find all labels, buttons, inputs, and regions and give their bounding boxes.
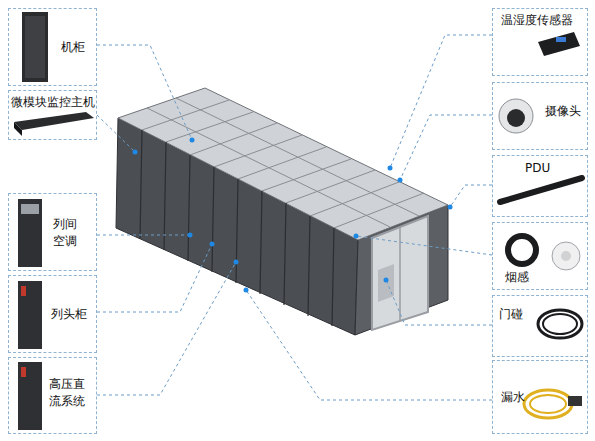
leader-line xyxy=(356,236,492,255)
component-box: 列头柜 xyxy=(8,275,97,353)
component-box: 微模块监控主机 xyxy=(8,90,97,140)
component-label: 列间空调 xyxy=(53,216,83,250)
hvdc-mark xyxy=(21,367,26,377)
panel-line xyxy=(310,182,399,216)
door-split xyxy=(399,227,401,321)
leader-dot xyxy=(388,166,393,171)
leader-line xyxy=(97,45,192,140)
component-box: 机柜 xyxy=(8,8,97,86)
leader-line xyxy=(400,115,492,180)
panel-line xyxy=(176,98,419,216)
leader-dot xyxy=(448,205,453,210)
glass-panels xyxy=(142,98,424,228)
monitor-host-side xyxy=(14,122,22,136)
leader-dot xyxy=(354,234,359,239)
rack-seam xyxy=(188,155,190,261)
component-label: 门碰 xyxy=(499,306,531,323)
leader-dot xyxy=(398,178,403,183)
column-head-icon xyxy=(18,281,42,349)
glass-door xyxy=(372,216,428,330)
module-top xyxy=(118,88,448,240)
smoke-cable-icon xyxy=(508,236,536,264)
rack-seam xyxy=(260,191,262,294)
panel-line xyxy=(166,112,253,142)
leader-lines xyxy=(97,35,492,400)
panel-line xyxy=(147,108,390,227)
leader-line xyxy=(390,35,492,168)
component-icons xyxy=(14,12,582,430)
pdu-icon xyxy=(500,178,582,202)
rack-seam xyxy=(212,167,214,272)
leader-dot xyxy=(133,150,138,155)
hvdc-icon xyxy=(18,362,42,430)
component-box: 门碰 xyxy=(492,295,588,357)
leader-line xyxy=(97,235,190,236)
leader-line xyxy=(97,244,212,312)
component-box: 烟感 xyxy=(492,222,588,290)
component-box: 摄像头 xyxy=(492,82,588,150)
component-label: PDU xyxy=(525,160,569,177)
micro-module xyxy=(116,88,448,335)
leak-rope-icon xyxy=(530,395,566,413)
sensor-icon xyxy=(538,32,580,56)
leader-line xyxy=(246,290,492,400)
leader-line xyxy=(97,262,236,395)
rack-icon xyxy=(22,12,48,82)
leader-dot xyxy=(384,278,389,283)
component-label: 漏水 xyxy=(501,389,533,406)
door-contact-cable xyxy=(538,310,582,338)
leader-line xyxy=(450,185,492,207)
component-label: 机柜 xyxy=(61,39,101,56)
leader-dot xyxy=(210,242,215,247)
component-box: 列间空调 xyxy=(8,193,97,271)
smoke-detector-center xyxy=(561,251,571,261)
leader-line xyxy=(97,115,135,152)
rack-seam xyxy=(332,228,334,326)
rack-seam xyxy=(284,203,286,305)
component-label: 列头柜 xyxy=(51,306,95,323)
rack-seam xyxy=(308,216,310,316)
leader-line xyxy=(386,280,492,325)
component-box: 漏水 xyxy=(492,360,588,434)
aircon-panel xyxy=(21,204,39,214)
rack-seam xyxy=(164,142,166,250)
rack-seam xyxy=(236,179,238,283)
aircon-icon xyxy=(18,199,42,267)
component-label: 高压直流系统 xyxy=(49,376,91,410)
leader-dots xyxy=(133,138,453,293)
leader-dot xyxy=(234,260,239,265)
rack-seams xyxy=(140,130,334,326)
camera-lens xyxy=(507,109,525,127)
camera-icon xyxy=(499,99,533,133)
leader-dot xyxy=(190,138,195,143)
component-label: 烟感 xyxy=(505,269,537,286)
component-label: 微模块监控主机 xyxy=(11,94,97,111)
component-label: 温湿度传感器 xyxy=(501,12,587,29)
column-head-mark xyxy=(21,286,26,296)
component-label: 摄像头 xyxy=(545,103,587,120)
smoke-detector-icon xyxy=(552,242,580,270)
rack-icon-door xyxy=(25,16,45,78)
component-box: PDU xyxy=(492,155,588,217)
component-box: 温湿度传感器 xyxy=(492,8,588,76)
rack-seam xyxy=(140,130,142,239)
leader-dot xyxy=(244,288,249,293)
door-panel xyxy=(378,264,394,302)
door-contact-cable xyxy=(543,314,577,334)
sensor-display xyxy=(556,37,566,42)
monitor-host-icon xyxy=(14,112,94,130)
component-box: 高压直流系统 xyxy=(8,357,97,434)
leak-sensor-box xyxy=(568,396,582,406)
leader-dot xyxy=(188,233,193,238)
leak-rope-icon xyxy=(524,390,572,418)
